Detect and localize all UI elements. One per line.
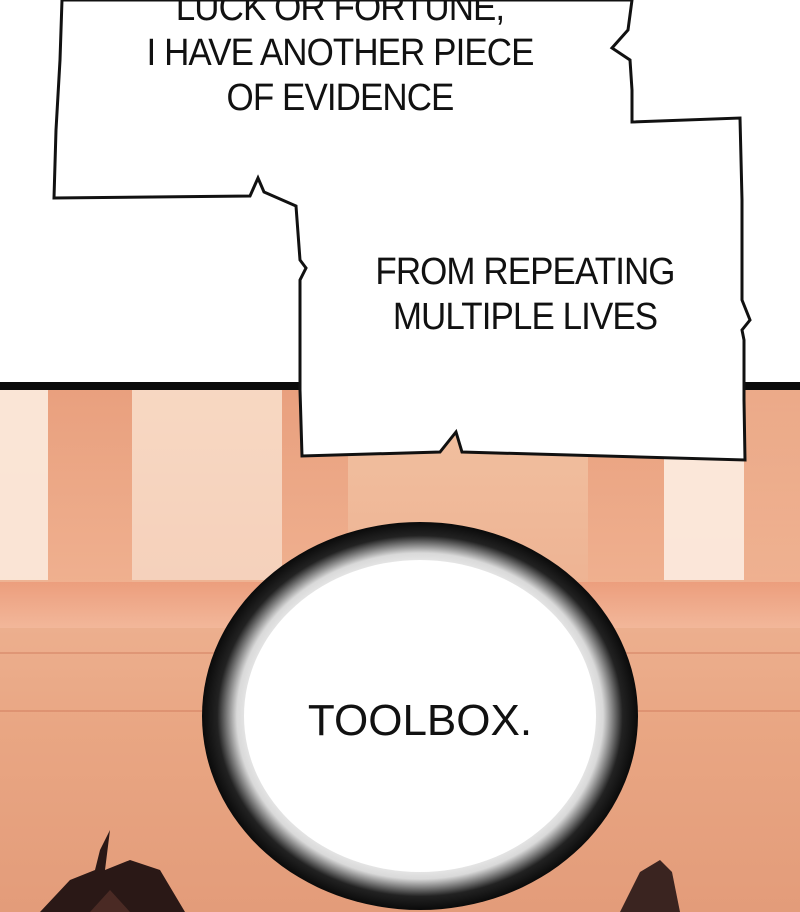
wood-pillar (48, 390, 132, 590)
burst-center (244, 560, 596, 872)
caption-line: I HAVE ANOTHER PIECE (146, 32, 535, 74)
burst-text: TOOLBOX. (307, 696, 533, 745)
window-light (0, 390, 48, 580)
narration-bubble (52, 0, 752, 462)
narration-text-1: LUCK OR FORTUNE, I HAVE ANOTHER PIECE OF… (110, 0, 570, 121)
character-silhouette (40, 830, 680, 912)
window-light (132, 390, 282, 580)
caption-line: FROM REPEATING (375, 251, 675, 293)
caption-line: MULTIPLE LIVES (392, 296, 658, 338)
wood-pillar (744, 390, 800, 590)
narration-text-2: FROM REPEATING MULTIPLE LIVES (346, 250, 705, 340)
caption-line: OF EVIDENCE (226, 77, 455, 119)
burst-bubble (202, 522, 638, 910)
caption-line: LUCK OR FORTUNE, (175, 0, 505, 29)
